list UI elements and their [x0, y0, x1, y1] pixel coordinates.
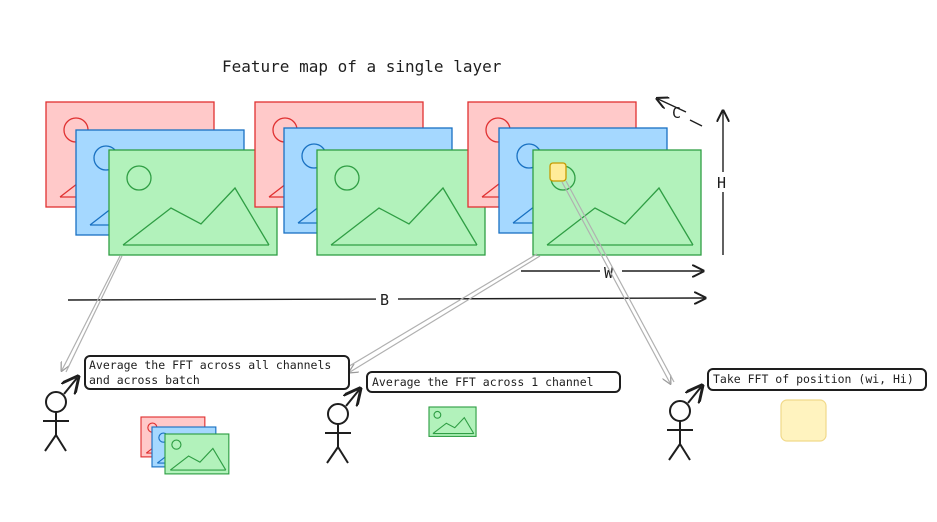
- selected-position-cell: [549, 162, 567, 182]
- axis-b-label: B: [380, 291, 389, 309]
- stick-figure-1: [43, 378, 77, 452]
- axis-w-label: W: [604, 264, 614, 282]
- annotation-bubble-3: Take FFT of position (wi, Hi): [707, 368, 927, 391]
- annotation-1-line-1: Average the FFT across all channels: [89, 358, 331, 372]
- annotation-2-line-1: Average the FFT across 1 channel: [372, 375, 594, 389]
- axis-c-label: C: [672, 104, 681, 122]
- annotation-bubble-2: Average the FFT across 1 channel: [366, 371, 621, 393]
- feature-stack-1: [45, 101, 278, 256]
- axis-c: C: [658, 99, 703, 127]
- stick-figure-2: [325, 390, 359, 464]
- green-channel-map: [108, 149, 278, 256]
- result-one-channel: [428, 406, 477, 437]
- axis-h-label: H: [717, 174, 726, 192]
- annotation-1-line-2: and across batch: [89, 373, 200, 387]
- connectors: [62, 180, 675, 383]
- annotation-3-line-1: Take FFT of position (wi, Hi): [713, 372, 914, 386]
- stick-figure-3: [667, 387, 701, 461]
- axis-h: H: [713, 112, 733, 255]
- green-channel-map: [316, 149, 486, 256]
- result-all-channels-batch: [140, 416, 230, 475]
- result-position-cell: [780, 399, 827, 442]
- feature-stack-3: [467, 101, 702, 256]
- feature-stack-2: [254, 101, 486, 256]
- annotation-bubble-1: Average the FFT across all channels and …: [84, 355, 350, 390]
- axis-b: B: [67, 290, 704, 309]
- diagram-title: Feature map of a single layer: [222, 57, 502, 76]
- mini-green-map: [164, 433, 230, 475]
